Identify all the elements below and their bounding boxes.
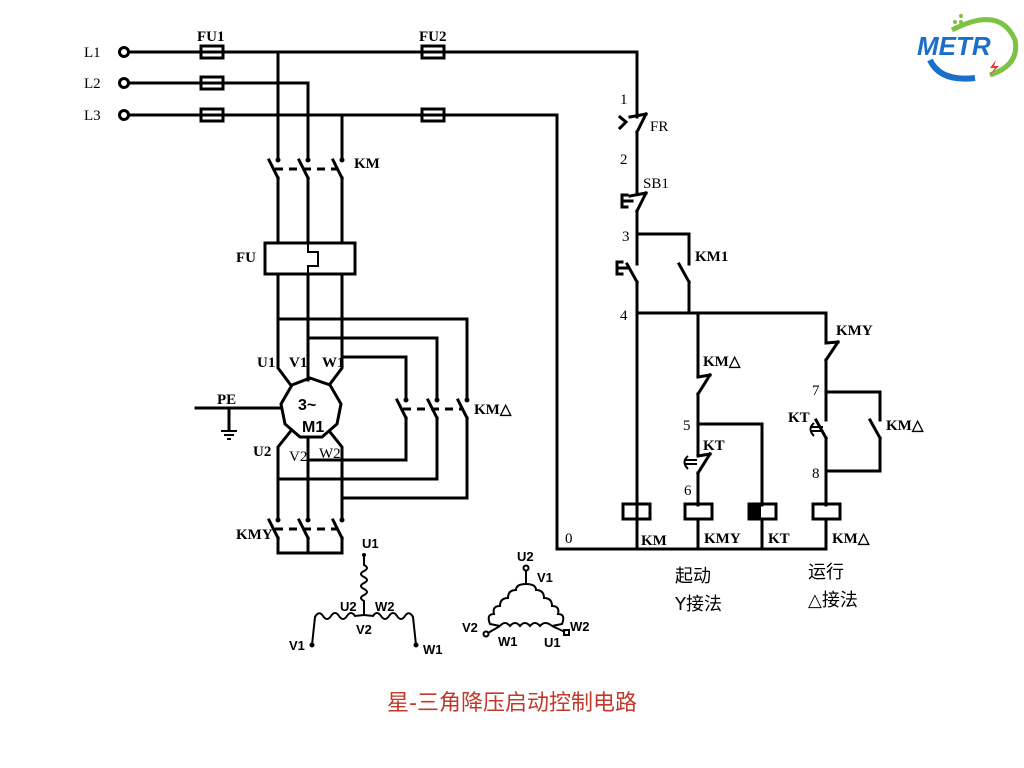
star-u2: U2: [340, 599, 357, 614]
label-kt-nc: KT: [703, 438, 725, 454]
logo-text: METR: [917, 31, 991, 61]
node-0: 0: [565, 531, 573, 547]
contact-km-delta-no: [867, 417, 883, 441]
gear-icon: [927, 58, 976, 82]
label-fu2: FU2: [419, 29, 447, 45]
delta-w2: W2: [570, 619, 590, 634]
label-km-main: KM: [354, 156, 380, 172]
node-8: 8: [812, 466, 820, 482]
node-6: 6: [684, 483, 692, 499]
contactor-km-delta: [394, 397, 470, 421]
start-button[interactable]: [615, 260, 640, 285]
label-kt-no: KT: [788, 410, 810, 426]
logo-arc-icon: [950, 17, 1019, 78]
node-5: 5: [683, 418, 691, 434]
metr-logo: METR: [917, 14, 1019, 82]
label-coil-km: KM: [641, 533, 667, 549]
label-fu: FU: [236, 250, 256, 266]
motor-m1: [279, 376, 343, 439]
diagram-title: 星-三角降压启动控制电路: [387, 691, 637, 716]
fuse-fu1-l2: [199, 75, 225, 91]
caption-delta: △接法: [808, 590, 858, 611]
label-coil-kmy: KMY: [704, 531, 741, 547]
stop-button-sb1[interactable]: [620, 190, 649, 214]
contactor-km-main: [266, 157, 345, 181]
lightning-icon: [989, 60, 999, 76]
label-sb1: SB1: [643, 176, 669, 192]
caption-star: Y接法: [674, 594, 722, 615]
label-km-delta-no: KM△: [886, 418, 924, 434]
label-w1: W1: [322, 355, 345, 371]
label-pe: PE: [217, 392, 236, 408]
fuse-fu2-l3: [420, 107, 446, 123]
label-km-delta: KM△: [474, 402, 512, 418]
label-l3: L3: [84, 108, 101, 124]
star-v1: V1: [289, 638, 305, 653]
label-u2: U2: [253, 444, 271, 460]
star-u1: U1: [362, 536, 379, 551]
node-7: 7: [812, 383, 820, 399]
star-v2: V2: [356, 622, 372, 637]
node-1: 1: [620, 92, 628, 108]
label-l1: L1: [84, 45, 101, 61]
contact-km1: [676, 261, 692, 285]
fuse-fu1-l3: [199, 107, 225, 123]
label-km1: KM1: [695, 249, 728, 265]
node-4: 4: [620, 308, 628, 324]
label-u1: U1: [257, 355, 275, 371]
label-kmy-nc: KMY: [836, 323, 873, 339]
terminal-l3: [118, 109, 130, 121]
motor-name: M1: [302, 419, 324, 436]
power-lines: L1 L2 L3 FU1 FU2: [84, 29, 639, 551]
caption-start: 起动: [675, 566, 711, 587]
label-fu1: FU1: [197, 29, 225, 45]
node-3: 3: [622, 229, 630, 245]
label-v2: V2: [289, 449, 307, 465]
delta-v1: V1: [537, 570, 553, 585]
delta-connection-diagram: U2 V1 V2 W1 U1 W2: [462, 549, 590, 650]
delta-u2: U2: [517, 549, 534, 564]
label-l2: L2: [84, 76, 101, 92]
label-kmy-main: KMY: [236, 527, 273, 543]
motor-phase: 3~: [298, 397, 316, 414]
control-circuit: 1 FR 2 SB1 3 KM1 4: [555, 92, 924, 615]
contactor-kmy-main: [266, 517, 345, 541]
label-km-delta-nc: KM△: [703, 354, 741, 370]
main-circuit: KM FU KM△: [194, 50, 512, 555]
contact-kt-no: [809, 417, 829, 441]
fuse-fu1-l1: [199, 44, 225, 60]
node-2: 2: [620, 152, 628, 168]
caption-run: 运行: [808, 562, 844, 583]
terminal-l1: [118, 46, 130, 58]
contact-kt-nc: [683, 451, 713, 476]
star-connection-diagram: U1 U2 W2 V2 V1 W1: [289, 536, 443, 657]
thermal-overload-fr: [617, 110, 649, 135]
contact-km-delta-nc: [695, 372, 713, 397]
star-w2: W2: [375, 599, 395, 614]
fuse-fu2-l1: [420, 44, 446, 60]
star-w1: W1: [423, 642, 443, 657]
thermal-relay-fu: [263, 241, 357, 276]
label-coil-kt: KT: [768, 531, 790, 547]
label-v1: V1: [289, 355, 307, 371]
terminal-l2: [118, 77, 130, 89]
label-fr: FR: [650, 119, 668, 135]
label-coil-km-delta: KM△: [832, 531, 870, 547]
contact-kmy-nc: [823, 339, 841, 363]
label-w2: W2: [319, 446, 341, 462]
delta-u1: U1: [544, 635, 561, 650]
delta-w1: W1: [498, 634, 518, 649]
delta-v2: V2: [462, 620, 478, 635]
